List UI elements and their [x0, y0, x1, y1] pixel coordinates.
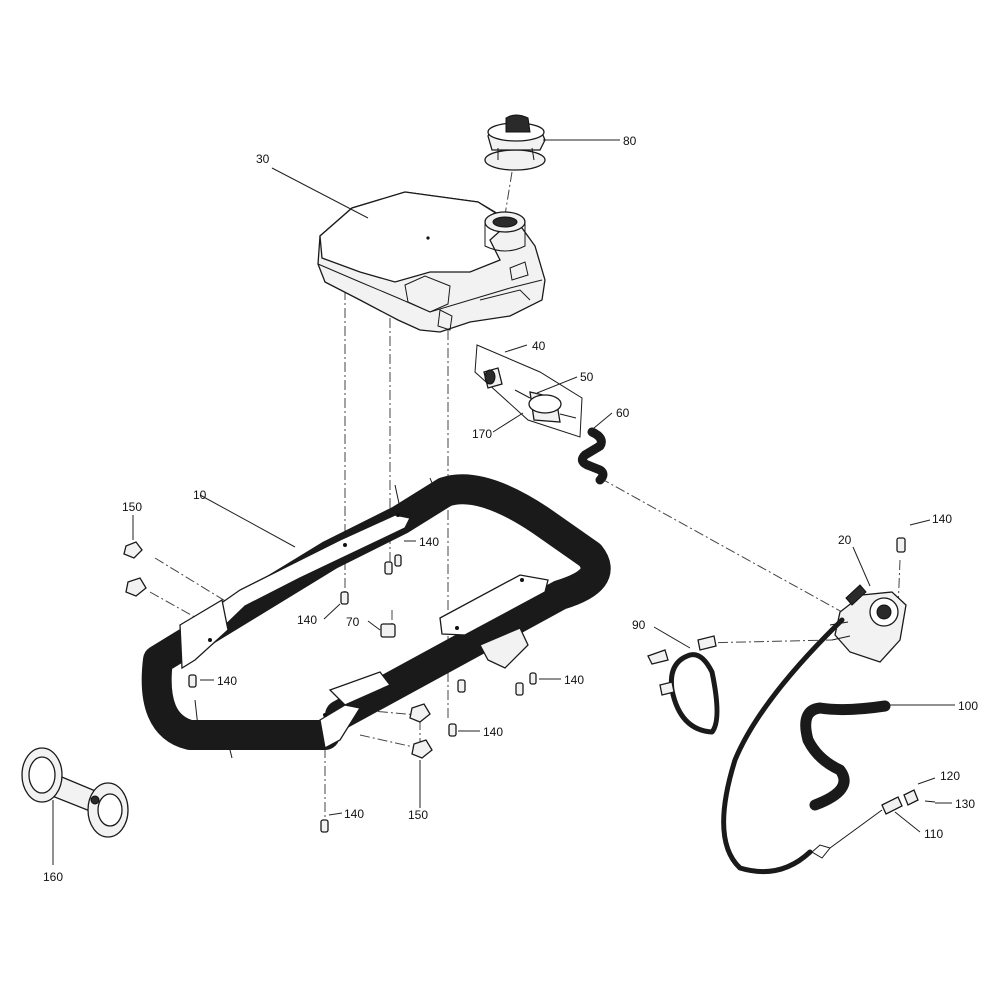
- callout-140-g: 140: [932, 512, 952, 526]
- callout-40: 40: [532, 339, 546, 353]
- callout-130: 130: [955, 797, 975, 811]
- callout-90: 90: [632, 618, 646, 632]
- callout-20: 20: [838, 533, 852, 547]
- callout-140-c: 140: [217, 674, 237, 688]
- callout-140-b: 140: [297, 613, 317, 627]
- fuel-hose-long: [800, 700, 891, 811]
- throttle-cable: [721, 617, 936, 875]
- callout-labels: 30 80 40 50 60 170 10 150 140 140 70 140…: [43, 134, 978, 884]
- callout-150-bottom: 150: [408, 808, 428, 822]
- callout-60: 60: [616, 406, 630, 420]
- fasteners: [123, 537, 906, 833]
- callout-140-f: 140: [344, 807, 364, 821]
- callout-150-left: 150: [122, 500, 142, 514]
- callout-140-d: 140: [564, 673, 584, 687]
- fuel-valve: [829, 584, 907, 663]
- leader-lines: [52, 139, 955, 865]
- callout-70: 70: [346, 615, 360, 629]
- frame: [141, 474, 611, 759]
- callout-30: 30: [256, 152, 270, 166]
- callout-170: 170: [472, 427, 492, 441]
- callout-50: 50: [580, 370, 594, 384]
- fuel-hose-short: [577, 427, 608, 485]
- callout-100: 100: [958, 699, 978, 713]
- callout-110: 110: [924, 827, 943, 841]
- isolator-mount: [21, 747, 129, 838]
- callout-140-e: 140: [483, 725, 503, 739]
- fuel-filter-group: [474, 344, 583, 438]
- callout-160: 160: [43, 870, 63, 884]
- callout-80: 80: [623, 134, 637, 148]
- fuel-cap: [484, 114, 546, 171]
- wire-harness: [647, 635, 720, 735]
- fuel-tank: [317, 191, 546, 333]
- callout-120: 120: [940, 769, 960, 783]
- callout-10: 10: [193, 488, 207, 502]
- callout-140-a: 140: [419, 535, 439, 549]
